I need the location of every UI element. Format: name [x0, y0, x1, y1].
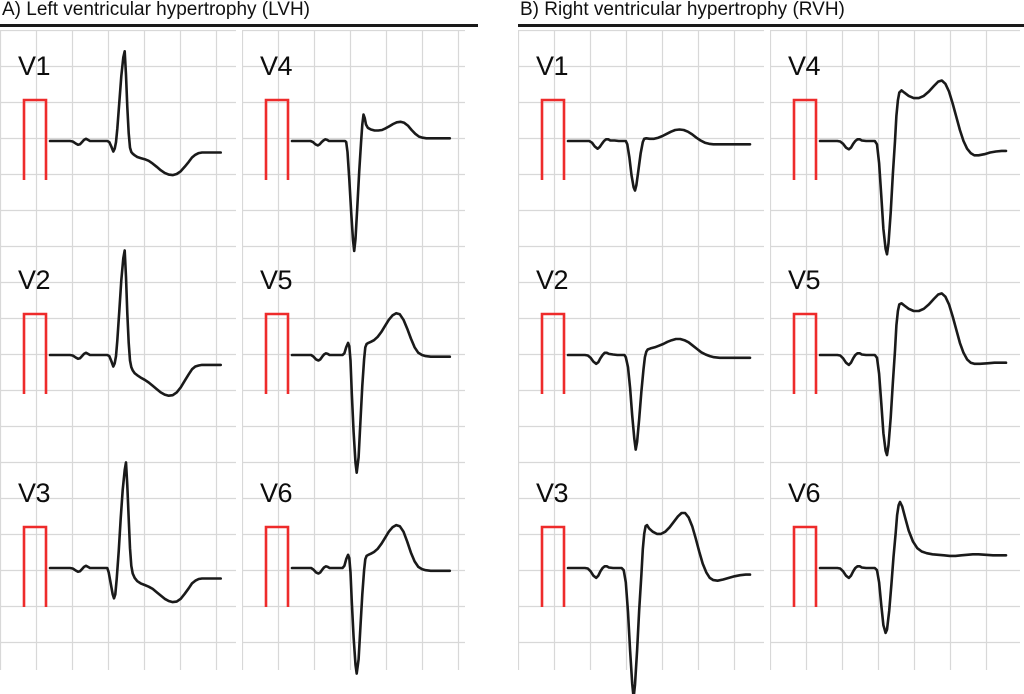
ecg-trace-v3: [518, 458, 764, 694]
panel-rvh: B) Right ventricular hypertrophy (RVH) V…: [518, 0, 1024, 694]
lead-label-v4: V4: [260, 51, 293, 81]
ecg-trace-v5: [242, 244, 465, 474]
calibration-pulse-v1: [518, 30, 764, 244]
ecg-lead-lvh-v3: V3: [0, 458, 236, 670]
panel-a-title: A) Left ventricular hypertrophy (LVH): [2, 0, 310, 20]
ecg-lead-rvh-v5: V5: [770, 244, 1020, 458]
ecg-lead-rvh-v6: V6: [770, 458, 1020, 670]
ecg-lead-lvh-v5: V5: [242, 244, 465, 474]
ecg-trace-v4: [770, 30, 1020, 256]
ecg-trace-v6: [770, 458, 1020, 670]
calibration-pulse-v2: [0, 244, 236, 458]
lead-label-v1: V1: [18, 51, 51, 81]
lead-label-v5: V5: [788, 265, 821, 295]
lead-label-v6: V6: [788, 478, 821, 508]
calibration-pulse-v3: [518, 458, 764, 670]
ecg-lead-rvh-v3: V3: [518, 458, 764, 694]
ecg-lead-lvh-v6: V6: [242, 458, 465, 675]
ecg-lead-lvh-v4: V4: [242, 30, 465, 253]
ecg-lead-lvh-v2: V2: [0, 244, 236, 458]
ecg-lead-lvh-v1: V1: [0, 30, 236, 244]
lead-label-v3: V3: [18, 478, 51, 508]
lead-label-v4: V4: [788, 51, 821, 81]
lead-label-v3: V3: [536, 478, 569, 508]
calibration-pulse-v5: [770, 244, 1020, 458]
ecg-trace-v2: [518, 244, 764, 458]
calibration-pulse-v6: [242, 458, 465, 670]
lead-label-v1: V1: [536, 51, 569, 81]
ecg-lead-rvh-v4: V4: [770, 30, 1020, 256]
lead-label-v6: V6: [260, 478, 293, 508]
lead-label-v2: V2: [536, 265, 569, 295]
panel-b-title-rule: [518, 24, 1024, 27]
calibration-pulse-v4: [242, 30, 465, 244]
ecg-trace-v5: [770, 244, 1020, 458]
panel-a-title-rule: [0, 24, 478, 27]
lead-label-v2: V2: [18, 265, 51, 295]
ecg-trace-v1: [518, 30, 764, 244]
ecg-grid-paper: [242, 30, 465, 670]
ecg-trace-v4: [242, 30, 465, 253]
calibration-pulse-v4: [770, 30, 1020, 244]
ecg-trace-v3: [0, 458, 236, 670]
calibration-pulse-v2: [518, 244, 764, 458]
ecg-lead-rvh-v2: V2: [518, 244, 764, 458]
ecg-trace-v6: [242, 458, 465, 675]
ecg-trace-v2: [0, 244, 236, 458]
calibration-pulse-v6: [770, 458, 1020, 670]
ecg-lead-rvh-v1: V1: [518, 30, 764, 244]
panel-b-title: B) Right ventricular hypertrophy (RVH): [520, 0, 845, 20]
ecg-trace-v1: [0, 30, 236, 244]
calibration-pulse-v1: [0, 30, 236, 244]
calibration-pulse-v3: [0, 458, 236, 670]
panel-lvh: A) Left ventricular hypertrophy (LVH) V1…: [0, 0, 478, 675]
lead-label-v5: V5: [260, 265, 293, 295]
calibration-pulse-v5: [242, 244, 465, 458]
